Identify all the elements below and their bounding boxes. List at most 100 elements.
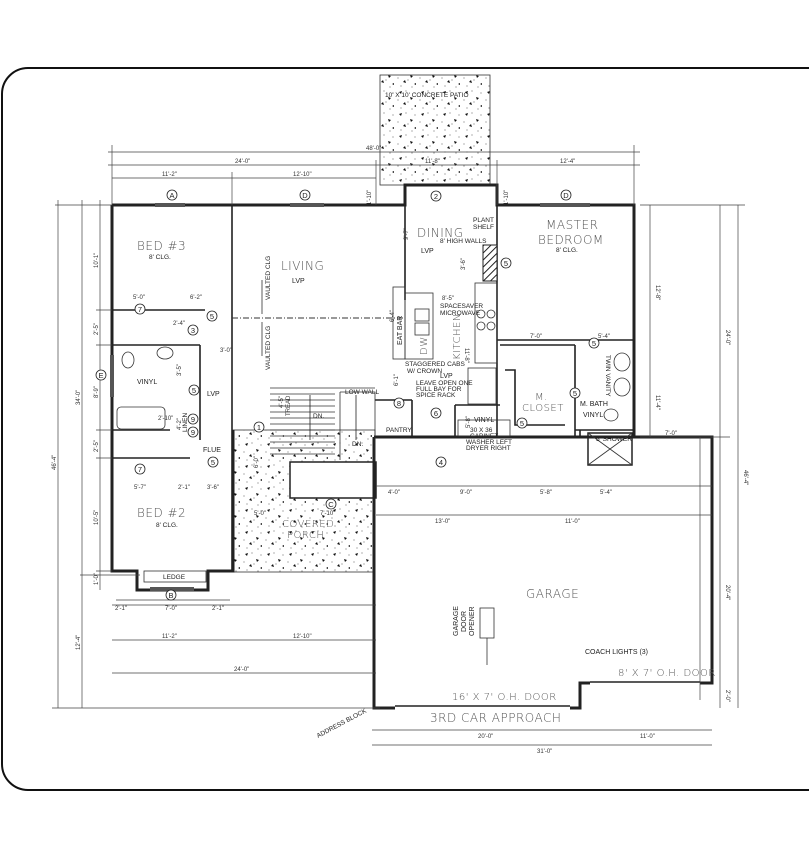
room-kitchen: KITCHEN — [452, 313, 463, 360]
coach-lights: COACH LIGHTS (3) — [585, 649, 648, 656]
stair-tread-label: TREAD — [286, 395, 292, 416]
microwave-label: MICROWAVE — [440, 310, 481, 317]
svg-text:7'-0": 7'-0" — [165, 606, 177, 612]
bathtub-icon — [116, 406, 166, 430]
covered-porch-label: COVERED — [282, 519, 334, 530]
svg-text:9: 9 — [191, 428, 195, 437]
flue-label: FLUE — [203, 447, 221, 454]
svg-text:5'-0": 5'-0" — [254, 511, 266, 517]
svg-text:11'-8": 11'-8" — [425, 159, 440, 165]
patio-label: 10' X 10' CONCRETE PATIO — [385, 92, 469, 99]
svg-text:1'-0": 1'-0" — [94, 573, 100, 585]
dining-floor: LVP — [421, 248, 434, 255]
address-block: ADDRESS BLOCK — [316, 707, 369, 739]
svg-text:5'-0": 5'-0" — [133, 295, 145, 301]
room-living: LIVING — [281, 259, 324, 273]
dimension-labels: 48'-0" 24'-0" 11'-8" 12'-4" 11'-2" 12'-1… — [52, 146, 748, 755]
svg-text:11'-2": 11'-2" — [162, 172, 177, 178]
m-bath-toilet — [603, 408, 619, 422]
living-floor: LVP — [292, 278, 305, 285]
room-pantry: PANTRY — [386, 427, 412, 434]
svg-text:10'-5": 10'-5" — [94, 510, 100, 525]
svg-text:5'-4": 5'-4" — [598, 334, 610, 340]
low-wall-label: LOW WALL — [345, 389, 379, 396]
covered-porch-label-2: PORCH — [287, 530, 324, 541]
room-garage: GARAGE — [526, 587, 579, 601]
approach-label: 3RD CAR APPROACH — [430, 711, 561, 725]
plant-shelf-2: SHELF — [473, 224, 494, 231]
spacesaver-label: SPACESAVER — [440, 303, 483, 310]
svg-text:6'-2": 6'-2" — [190, 295, 202, 301]
svg-text:5: 5 — [504, 259, 508, 268]
svg-text:5'-7": 5'-7" — [134, 485, 146, 491]
opener-3: OPENER — [469, 606, 476, 636]
plant-shelf-wall — [482, 244, 498, 282]
svg-text:3'-6": 3'-6" — [207, 485, 219, 491]
svg-text:2'-1": 2'-1" — [115, 606, 127, 612]
spice-3: SPICE RACK — [416, 392, 456, 399]
shower-label: 5' SHOWER — [596, 436, 632, 443]
sink-icon — [156, 346, 174, 360]
svg-text:2'-0": 2'-0" — [724, 690, 730, 702]
svg-text:7'-0": 7'-0" — [665, 431, 677, 437]
m-bath-floor: VINYL — [583, 412, 603, 419]
svg-text:2: 2 — [434, 192, 438, 201]
svg-text:5'-8": 5'-8" — [540, 490, 552, 496]
svg-text:2'-10": 2'-10" — [158, 416, 173, 422]
svg-text:3'-0": 3'-0" — [220, 348, 232, 354]
svg-text:46'-4": 46'-4" — [742, 470, 748, 485]
svg-text:24'-0": 24'-0" — [235, 159, 250, 165]
cabinet-2: CABINET — [470, 433, 498, 440]
sink — [414, 308, 430, 322]
ledge — [143, 570, 207, 583]
svg-text:20'-0": 20'-0" — [478, 734, 493, 740]
room-m-closet: M. — [535, 392, 548, 403]
svg-text:8'-5": 8'-5" — [442, 296, 454, 302]
svg-text:2'-5": 2'-5" — [94, 323, 100, 335]
staggered-label: STAGGERED CABS — [405, 361, 466, 368]
svg-text:6'-1": 6'-1" — [394, 374, 400, 386]
laundry-floor: VINYL — [474, 417, 494, 424]
svg-text:1'-10": 1'-10" — [367, 190, 373, 205]
bed2-ceiling: 8' CLG. — [156, 522, 178, 529]
crown-label: W/ CROWN — [407, 368, 442, 375]
svg-text:11'-8": 11'-8" — [463, 348, 469, 363]
stairs — [270, 387, 376, 460]
kitchen-floor: LVP — [440, 373, 453, 380]
washer-2: DRYER RIGHT — [466, 445, 511, 452]
spice-2: FULL BAY FOR — [416, 386, 462, 393]
covered-porch — [232, 429, 376, 573]
interior-walls — [112, 185, 634, 571]
svg-text:3: 3 — [191, 326, 195, 335]
stair-dn-2: DN. — [352, 441, 363, 448]
svg-text:11'-0": 11'-0" — [565, 519, 580, 525]
opener-2: DOOR — [461, 611, 468, 632]
cabinet-1: 30 X 36 — [470, 427, 493, 434]
svg-text:2'-1": 2'-1" — [178, 485, 190, 491]
sink-2 — [414, 322, 430, 336]
door-tags: 1 2 3 4 5 5 5 5 5 5 5 6 7 7 8 9 9 — [134, 190, 600, 475]
dim-linen: 4'-2" — [177, 418, 183, 430]
svg-text:6: 6 — [434, 409, 438, 418]
svg-text:34'-0": 34'-0" — [76, 390, 82, 405]
svg-text:2'-4": 2'-4" — [173, 321, 185, 327]
svg-text:24'-0": 24'-0" — [724, 330, 730, 345]
linen-label: LINEN — [182, 413, 189, 432]
svg-text:5: 5 — [210, 312, 214, 321]
svg-text:9'-0": 9'-0" — [460, 490, 472, 496]
svg-text:12'-4": 12'-4" — [560, 159, 575, 165]
svg-text:7'-0": 7'-0" — [530, 334, 542, 340]
vanity-sink-2 — [613, 377, 631, 397]
svg-text:5: 5 — [573, 389, 577, 398]
svg-text:7: 7 — [138, 305, 142, 314]
room-bed2: BED #2 — [137, 506, 186, 520]
svg-text:12'-8": 12'-8" — [654, 285, 660, 300]
dw-label: DW — [419, 336, 430, 355]
svg-text:5: 5 — [211, 458, 215, 467]
toilet-icon — [121, 351, 135, 369]
svg-text:9'-7": 9'-7" — [404, 228, 410, 240]
svg-text:6'-4": 6'-4" — [390, 310, 396, 322]
svg-text:A: A — [169, 191, 174, 200]
svg-text:4'-5": 4'-5" — [279, 396, 285, 408]
